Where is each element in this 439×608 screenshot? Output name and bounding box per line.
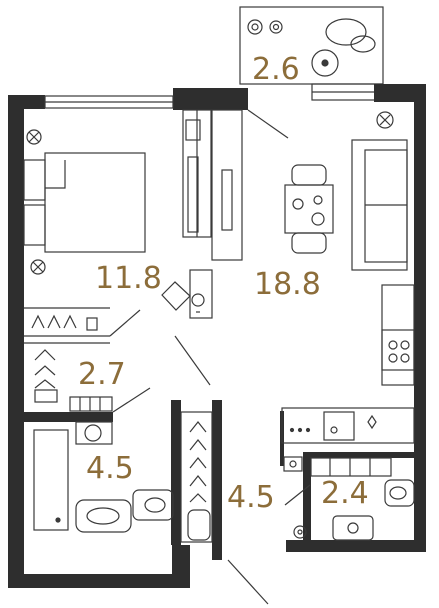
kitchen <box>281 284 415 444</box>
socket-icon <box>26 129 46 275</box>
chair-icon <box>311 18 376 77</box>
bathroom <box>33 421 174 533</box>
wc-area-label: 2.4 <box>321 476 369 511</box>
bed <box>23 152 146 253</box>
flower-icon <box>247 19 283 35</box>
living-room <box>211 109 415 444</box>
desk <box>161 269 213 386</box>
balcony <box>239 6 384 101</box>
hallway-area-label: 4.5 <box>227 480 275 515</box>
flower-icon <box>293 525 307 539</box>
wardrobe-room <box>24 342 151 413</box>
socket-icon <box>376 111 394 129</box>
dining-table <box>284 164 334 254</box>
bedroom <box>23 109 213 386</box>
hanger-icon <box>31 314 98 331</box>
sofa <box>351 139 408 271</box>
wc <box>283 456 415 541</box>
walls <box>8 84 426 588</box>
hallway <box>180 411 269 605</box>
balcony-area-label: 2.6 <box>252 52 300 87</box>
wardrobe-cabinet <box>182 109 212 238</box>
window <box>44 95 174 109</box>
bathroom-area-label: 4.5 <box>86 451 134 486</box>
bedroom-area-label: 11.8 <box>95 261 162 296</box>
living-room-area-label: 18.8 <box>254 267 321 302</box>
wardrobe-area-label: 2.7 <box>78 357 126 392</box>
